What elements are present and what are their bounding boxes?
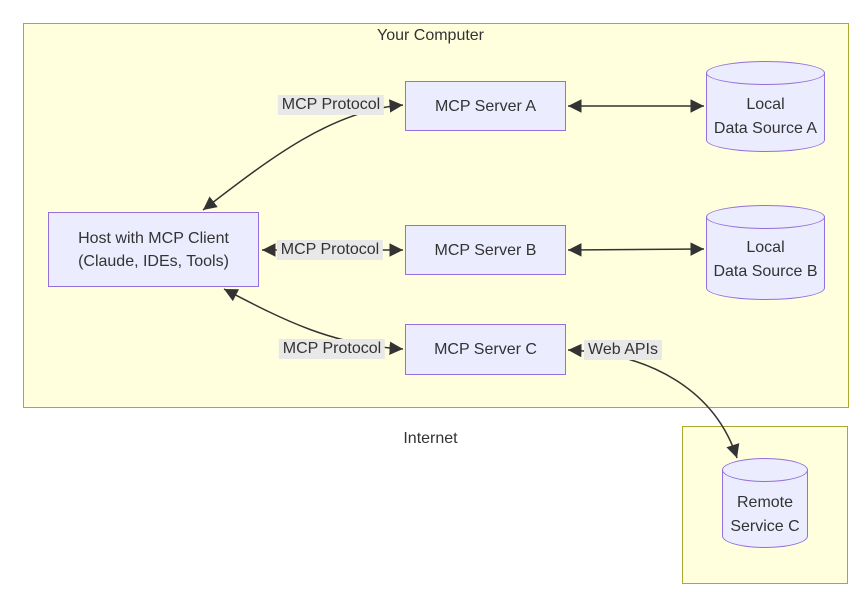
- cylinder-body: [706, 73, 825, 152]
- cylinder-top: [706, 61, 825, 85]
- label-line1: Local: [746, 239, 785, 256]
- cylinder-top: [706, 205, 825, 229]
- label-line1: Local: [746, 96, 785, 113]
- cylinder-body: [722, 470, 808, 548]
- mcp-server-b-node: MCP Server B: [405, 225, 566, 275]
- remote-service-c-cylinder: Remote Service C: [722, 458, 808, 548]
- label-line2: Data Source A: [713, 120, 818, 137]
- edge-label-mcp-protocol-c: MCP Protocol: [278, 339, 386, 359]
- local-data-source-b-cylinder: Local Data Source B: [706, 205, 825, 300]
- cylinder-body: [706, 217, 825, 300]
- mcp-server-a-label: MCP Server A: [434, 97, 537, 115]
- remote-service-c-label: Remote Service C: [722, 491, 808, 539]
- edge-host-server-a: [202, 99, 404, 211]
- local-data-source-a-cylinder: Local Data Source A: [706, 61, 825, 152]
- local-data-source-a-label: Local Data Source A: [706, 93, 825, 141]
- your-computer-cluster-title: Your Computer: [376, 27, 485, 44]
- mcp-server-c-label: MCP Server C: [434, 341, 537, 358]
- label-line1: Remote: [736, 494, 794, 511]
- mcp-server-c-node: MCP Server C: [405, 324, 566, 375]
- cylinder-top: [722, 458, 808, 482]
- edge-label-mcp-protocol-b: MCP Protocol: [276, 240, 384, 260]
- label-line2: Data Source B: [713, 263, 818, 280]
- mcp-server-a-node: MCP Server A: [405, 81, 566, 131]
- edge-label-web-apis: Web APIs: [584, 340, 662, 360]
- internet-cluster-title: Internet: [403, 430, 458, 447]
- host-node: Host with MCP Client (Claude, IDEs, Tool…: [48, 212, 259, 287]
- edge-server-c-remote-service: [567, 343, 740, 459]
- mcp-server-b-label: MCP Server B: [434, 241, 537, 259]
- edge-server-b-data-source-b: [567, 242, 705, 257]
- local-data-source-b-label: Local Data Source B: [706, 236, 825, 284]
- label-line2: Service C: [730, 518, 800, 535]
- host-node-label-line2: (Claude, IDEs, Tools): [78, 252, 229, 270]
- host-node-label-line1: Host with MCP Client: [78, 229, 229, 247]
- edge-label-mcp-protocol-a: MCP Protocol: [277, 95, 385, 115]
